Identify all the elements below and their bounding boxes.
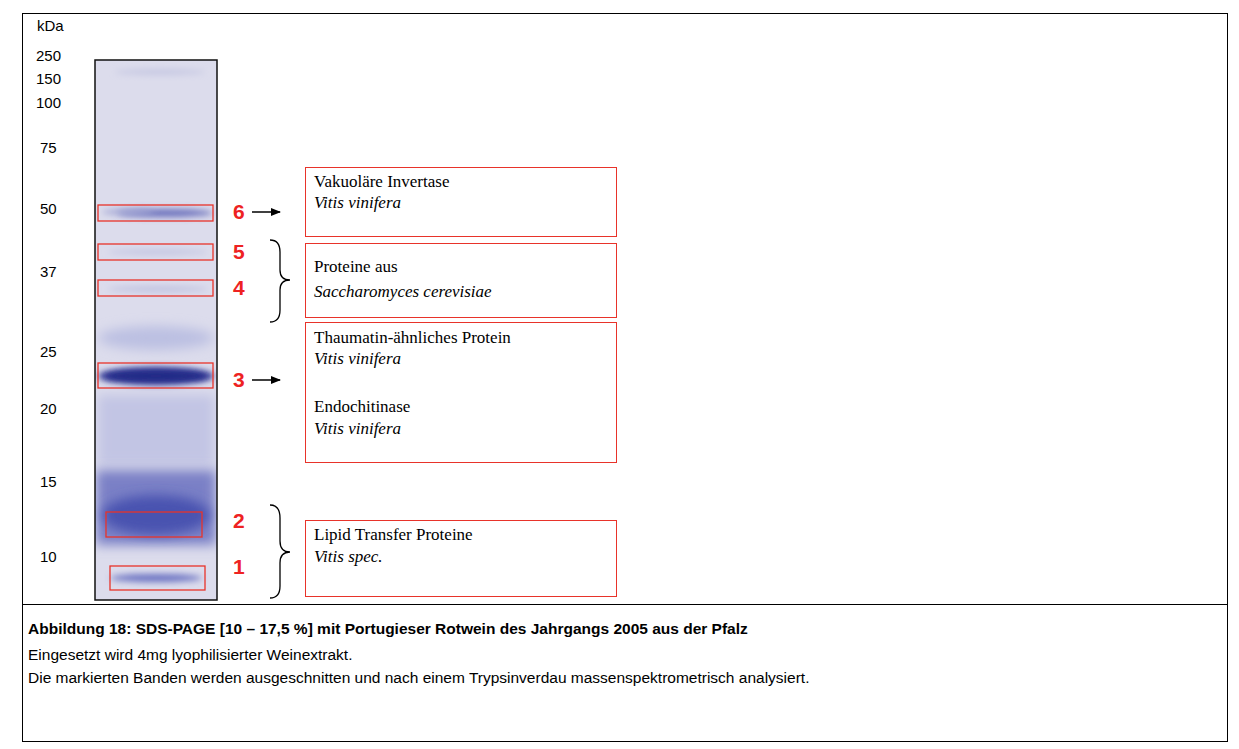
protein-name: Proteine aus <box>314 256 608 277</box>
marker-size: 20 <box>40 400 57 418</box>
protein-name-text: Proteine aus <box>314 256 398 277</box>
protein-name: Vakuoläre Invertase <box>314 171 608 192</box>
annotation-box: Vakuoläre InvertaseVitis vinifera <box>305 167 617 237</box>
figure-frame <box>23 14 1228 742</box>
species-name-text: Vitis spec. <box>314 546 383 567</box>
species-name: Vitis vinifera <box>314 192 608 213</box>
annotation-box: Lipid Transfer ProteineVitis spec. <box>305 520 617 597</box>
protein-name-text: Endochitinase <box>314 396 410 417</box>
gel-border <box>95 60 217 600</box>
axis-unit: kDa <box>37 17 64 35</box>
annotation-box: Proteine ausSaccharomyces cerevisiae <box>305 243 617 318</box>
pointer-arrow <box>252 379 280 381</box>
species-name-text: Vitis vinifera <box>314 348 401 369</box>
callout-number: 1 <box>233 555 245 579</box>
marker-size: 150 <box>36 70 61 88</box>
separator-line <box>22 604 1228 605</box>
species-name: Vitis spec. <box>314 546 608 567</box>
caption-note: Die markierten Banden werden ausgeschnit… <box>28 668 809 687</box>
band-boxes <box>98 205 213 590</box>
species-name: Saccharomyces cerevisiae <box>314 281 608 302</box>
marker-size: 10 <box>40 548 57 566</box>
callout-number: 5 <box>233 240 245 264</box>
protein-name: Endochitinase <box>314 396 608 417</box>
protein-name-text: Vakuoläre Invertase <box>314 171 449 192</box>
callout-number: 2 <box>233 509 245 533</box>
species-name-text: Vitis vinifera <box>314 192 401 213</box>
gel-lane <box>95 60 217 600</box>
callout-number: 3 <box>233 368 245 392</box>
protein-name-text: Thaumatin-ähnliches Protein <box>314 327 511 348</box>
protein-name: Thaumatin-ähnliches Protein <box>314 327 608 348</box>
callout-number: 6 <box>233 200 245 224</box>
marker-size: 75 <box>40 139 57 157</box>
curly-brace <box>270 240 290 322</box>
species-name: Vitis vinifera <box>314 418 608 439</box>
species-name-text: Saccharomyces cerevisiae <box>314 281 492 302</box>
species-name-text: Vitis vinifera <box>314 418 401 439</box>
figure-caption: Abbildung 18: SDS-PAGE [10 – 17,5 %] mit… <box>28 619 748 638</box>
species-name: Vitis vinifera <box>314 348 608 369</box>
marker-size: 15 <box>40 473 57 491</box>
marker-size: 25 <box>40 343 57 361</box>
annotation-box: Thaumatin-ähnliches ProteinVitis vinifer… <box>305 322 617 463</box>
callout-number: 4 <box>233 276 245 300</box>
caption-note: Eingesetzt wird 4mg lyophilisierter Wein… <box>28 645 352 664</box>
marker-size: 250 <box>36 47 61 65</box>
protein-name-text: Lipid Transfer Proteine <box>314 524 473 545</box>
protein-name: Lipid Transfer Proteine <box>314 524 608 545</box>
marker-size: 100 <box>36 94 61 112</box>
marker-size: 37 <box>40 263 57 281</box>
marker-size: 50 <box>40 200 57 218</box>
pointer-arrow <box>252 211 280 213</box>
curly-brace <box>270 505 290 598</box>
